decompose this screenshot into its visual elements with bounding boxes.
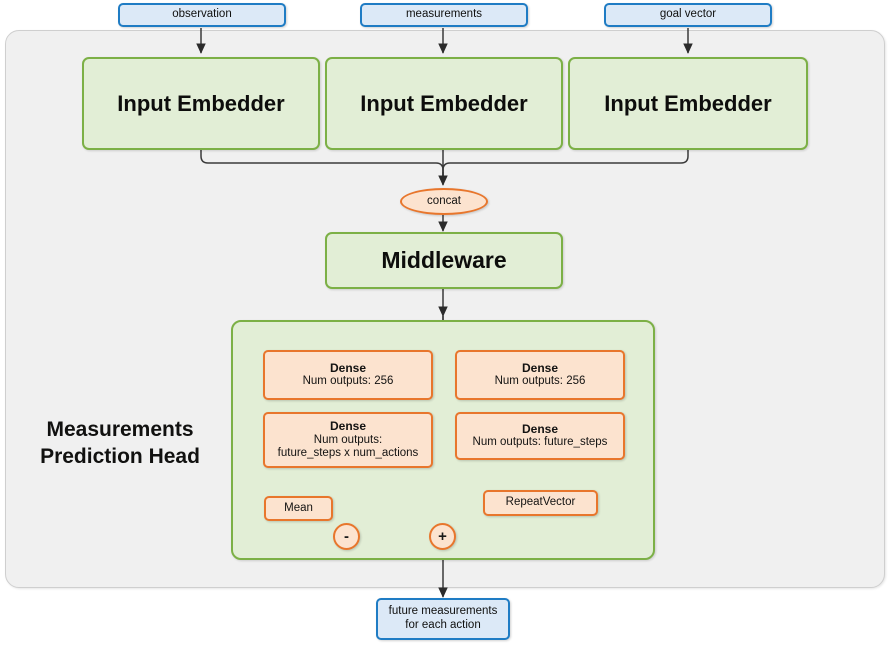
repeat-vector-label: RepeatVector [505,496,576,509]
dense-right-1[interactable]: Dense Num outputs: 256 [455,350,625,400]
repeat-vector-node[interactable]: RepeatVector [483,490,598,516]
dense-right-1-sub: Num outputs: 256 [494,375,586,388]
mean-node[interactable]: Mean [264,496,333,521]
input-box-measurements-label: measurements [405,8,483,21]
output-box-line2: for each action [405,619,481,631]
input-box-observation-label: observation [172,8,232,21]
dense-left-1-sub: Num outputs: 256 [302,375,394,388]
subtract-operator-label: - [344,527,349,545]
dense-right-2[interactable]: Dense Num outputs: future_steps [455,412,625,460]
concat-label: concat [427,194,461,207]
add-operator[interactable]: + [429,523,456,550]
input-box-observation[interactable]: observation [118,3,286,27]
middleware-label: Middleware [381,246,507,273]
dense-left-2-sub1: Num outputs: [313,433,383,446]
head-label-line1: Measurements [46,418,194,442]
input-box-measurements[interactable]: measurements [360,3,528,27]
input-embedder-observation[interactable]: Input Embedder [82,57,320,150]
measurements-prediction-head-label: Measurements Prediction Head [14,408,226,480]
add-operator-label: + [438,527,447,545]
head-label-line2: Prediction Head [40,445,200,468]
input-embedder-goal-vector-label: Input Embedder [604,90,772,116]
input-box-goal-vector-label: goal vector [659,8,717,21]
input-embedder-measurements-label: Input Embedder [360,90,528,116]
dense-left-2[interactable]: Dense Num outputs: future_steps x num_ac… [263,412,433,468]
output-box-future-measurements[interactable]: future measurements for each action [376,598,510,640]
mean-label: Mean [284,501,313,514]
dense-right-1-title: Dense [521,361,559,376]
dense-left-2-sub2: future_steps x num_actions [277,447,419,460]
input-embedder-measurements[interactable]: Input Embedder [325,57,563,150]
dense-left-2-title: Dense [329,419,367,434]
dense-right-2-sub: Num outputs: future_steps [472,436,608,449]
dense-left-1-title: Dense [329,361,367,376]
dense-right-2-title: Dense [521,422,559,437]
subtract-operator[interactable]: - [333,523,360,550]
input-embedder-observation-label: Input Embedder [117,90,285,116]
input-box-goal-vector[interactable]: goal vector [604,3,772,27]
middleware-node[interactable]: Middleware [325,232,563,289]
concat-node[interactable]: concat [400,188,488,215]
output-box-line1: future measurements [388,605,498,618]
dense-left-1[interactable]: Dense Num outputs: 256 [263,350,433,400]
input-embedder-goal-vector[interactable]: Input Embedder [568,57,808,150]
